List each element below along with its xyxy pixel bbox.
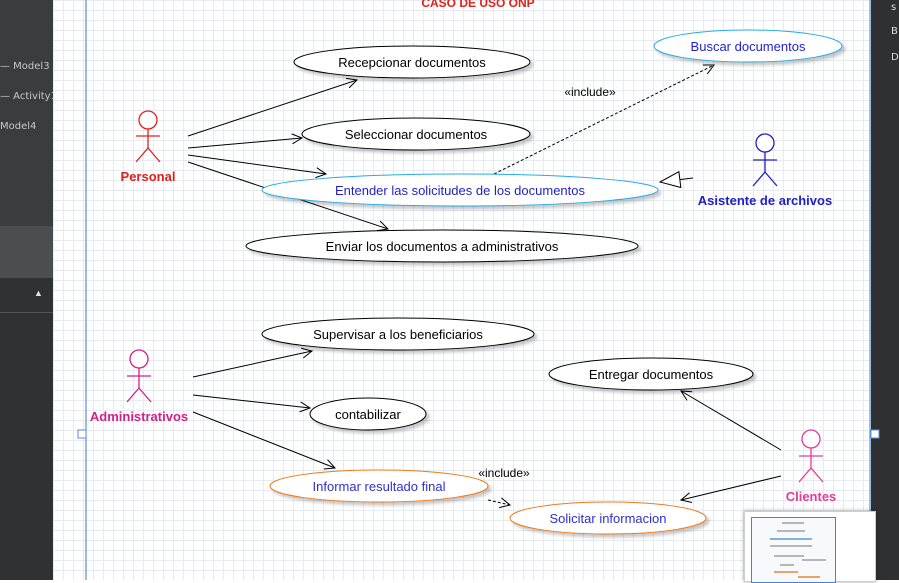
minimap-mark (780, 564, 794, 566)
use-case-supervisar[interactable]: Supervisar a los beneficiarios (261, 317, 535, 351)
properties-panel (0, 278, 53, 580)
minimap-mark (782, 522, 804, 524)
tree-item-model3[interactable]: — Model3 (0, 61, 50, 72)
model-tree: — Model3 — Activity1 Model4 (0, 0, 53, 226)
tree-item-activity1[interactable]: — Activity1 (0, 91, 53, 102)
minimap-mark (770, 538, 812, 540)
resize-handle-right[interactable] (870, 429, 880, 439)
assoc-clientes-solicitar[interactable] (681, 475, 782, 500)
assoc-admin-supervisar[interactable] (192, 351, 312, 378)
use-case-contabilizar[interactable]: contabilizar (309, 397, 427, 431)
assoc-clientes-entregar[interactable] (681, 391, 782, 451)
minimap-mark (770, 545, 812, 547)
actor-personal[interactable] (135, 110, 161, 163)
assoc-admin-contabilizar[interactable] (192, 394, 310, 408)
svg-text:Enviar los documentos a admini: Enviar los documentos a administrativos (326, 239, 559, 254)
minimap-viewport[interactable] (751, 517, 836, 583)
diagram-title: CASO DE USO ONP (421, 0, 534, 10)
right-toolbar: s B D (871, 0, 899, 580)
svg-text:Recepcionar documentos: Recepcionar documentos (338, 55, 486, 70)
use-case-seleccionar[interactable]: Seleccionar documentos (301, 117, 531, 151)
actor-label-asistente: Asistente de archivos (698, 193, 832, 208)
use-case-enviar[interactable]: Enviar los documentos a administrativos (245, 229, 639, 263)
panel-separator (0, 226, 53, 278)
tree-item-model4[interactable]: Model4 (0, 121, 37, 132)
svg-text:Entender las solicitudes de lo: Entender las solicitudes de los document… (335, 183, 586, 198)
use-case-informar[interactable]: Informar resultado final (269, 469, 489, 503)
svg-text:Solicitar informacion: Solicitar informacion (549, 511, 666, 526)
use-case-buscar[interactable]: Buscar documentos (653, 29, 843, 63)
svg-text:contabilizar: contabilizar (335, 407, 401, 422)
svg-text:Informar resultado final: Informar resultado final (313, 479, 446, 494)
include-informar-solicitar[interactable] (487, 500, 510, 505)
use-case-solicitar[interactable]: Solicitar informacion (509, 501, 707, 535)
overview-minimap[interactable] (744, 511, 876, 583)
use-case-recepcionar[interactable]: Recepcionar documentos (293, 45, 531, 79)
actor-clientes[interactable] (798, 429, 824, 483)
system-boundary[interactable] (85, 0, 871, 580)
actor-label-administrativos: Administrativos (90, 409, 188, 424)
minimap-mark (798, 576, 820, 578)
minimap-mark (774, 571, 798, 573)
toolbar-glyph-3[interactable]: D (891, 52, 899, 63)
svg-text:Supervisar a los beneficiarios: Supervisar a los beneficiarios (313, 327, 483, 342)
svg-text:Buscar documentos: Buscar documentos (691, 39, 806, 54)
actor-administrativos[interactable] (126, 349, 152, 403)
toolbar-glyph-1[interactable]: s (891, 2, 897, 13)
svg-text:Seleccionar documentos: Seleccionar documentos (345, 127, 488, 142)
collapse-up-icon[interactable]: ▲ (34, 288, 43, 298)
panel-divider (0, 312, 53, 313)
actor-label-clientes: Clientes (786, 489, 837, 504)
model-explorer-panel: — Model3 — Activity1 Model4 ▲ (0, 0, 53, 580)
include-entender-buscar[interactable] (493, 65, 714, 175)
assoc-personal-recepcionar[interactable] (187, 80, 357, 137)
include-label-1: «include» (564, 85, 616, 99)
assoc-admin-informar[interactable] (192, 411, 335, 468)
actor-asistente[interactable] (752, 133, 778, 187)
toolbar-glyph-2[interactable]: B (891, 26, 898, 37)
minimap-mark (774, 555, 804, 557)
use-case-entender[interactable]: Entender las solicitudes de los document… (261, 173, 659, 207)
generalization-asistente-entender[interactable] (660, 178, 694, 182)
resize-handle-left[interactable] (77, 429, 87, 439)
associations (187, 65, 782, 505)
assoc-personal-entender[interactable] (187, 154, 326, 174)
minimap-mark (777, 530, 805, 532)
use-case-entregar[interactable]: Entregar documentos (548, 357, 754, 391)
assoc-personal-seleccionar[interactable] (187, 138, 302, 149)
svg-text:Entregar documentos: Entregar documentos (589, 367, 714, 382)
include-label-2: «include» (478, 466, 530, 480)
minimap-mark (802, 559, 826, 561)
actor-label-personal: Personal (121, 169, 176, 184)
